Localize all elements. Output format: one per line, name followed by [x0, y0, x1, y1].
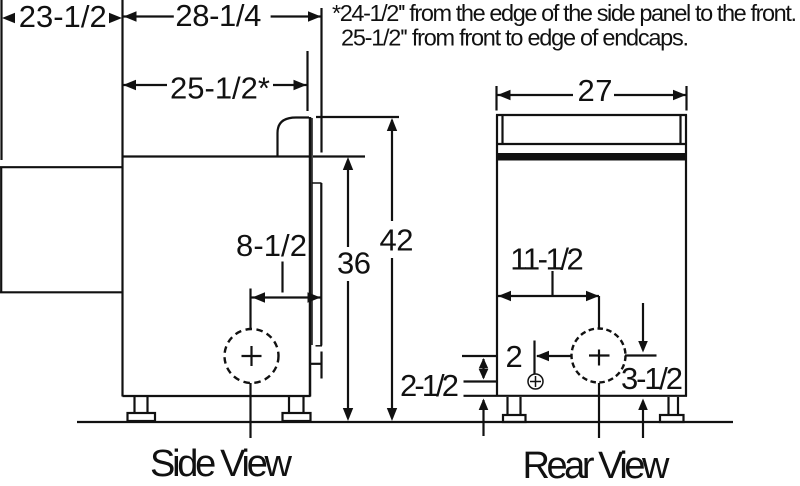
svg-text:36: 36 [337, 246, 371, 281]
svg-text:25-1/2*: 25-1/2* [170, 71, 270, 106]
svg-text:Side View: Side View [150, 443, 293, 485]
svg-text:28-1/4: 28-1/4 [175, 0, 261, 33]
svg-text:8-1/2: 8-1/2 [236, 228, 307, 263]
svg-text:2-1/2: 2-1/2 [400, 368, 459, 403]
svg-text:42: 42 [380, 223, 414, 258]
svg-text:27: 27 [578, 73, 613, 108]
svg-text:2: 2 [506, 339, 523, 374]
svg-text:Rear View: Rear View [523, 445, 671, 486]
svg-text:25-1/2'' from front to edge of: 25-1/2'' from front to edge of endcaps. [341, 25, 689, 51]
svg-text:11-1/2: 11-1/2 [510, 242, 584, 277]
svg-text:3-1/2: 3-1/2 [621, 361, 683, 396]
svg-text:*24-1/2'' from the edge of the: *24-1/2'' from the edge of the side pane… [332, 0, 797, 26]
svg-text:23-1/2: 23-1/2 [19, 0, 107, 34]
